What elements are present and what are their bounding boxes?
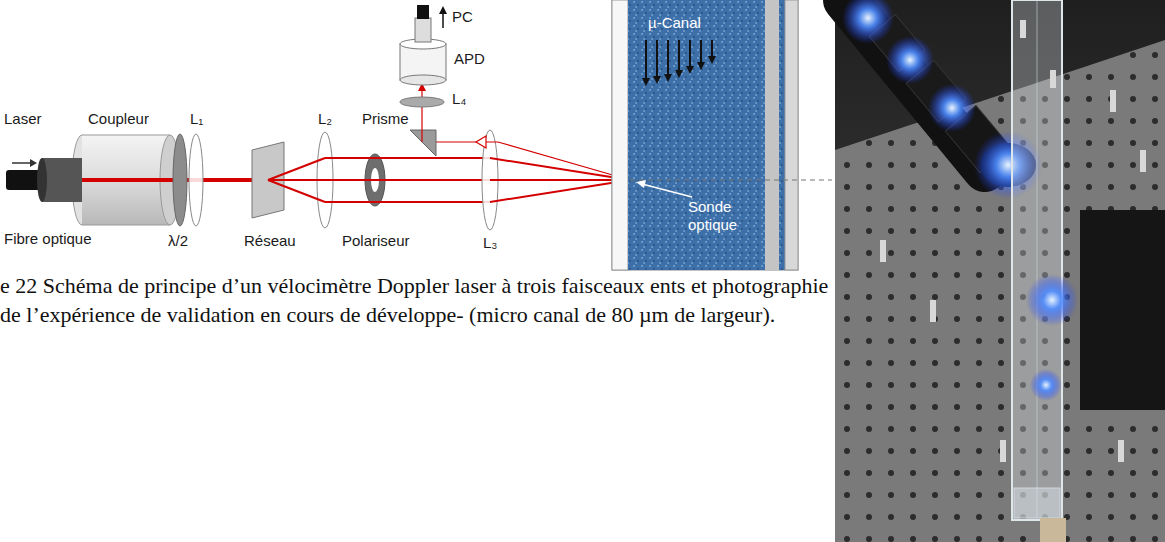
part-label: Fibre optique (4, 230, 92, 248)
channel-fluid (779, 0, 785, 270)
laser-beam (490, 179, 630, 181)
velocity-arrow (678, 40, 680, 72)
velocity-profile (642, 40, 716, 86)
blue-glow (1030, 369, 1062, 401)
photo-background (835, 0, 1165, 542)
part-label: Prisme (362, 110, 409, 128)
fibre-connector (42, 158, 82, 202)
signal-arrow (442, 13, 444, 28)
channel-wall (765, 0, 779, 270)
velocity-arrow (667, 40, 669, 76)
probe-arrowhead (636, 180, 646, 188)
half-wave-plate (173, 134, 187, 226)
acrylic-base (1014, 488, 1060, 518)
screw (1140, 150, 1146, 172)
lens (189, 134, 203, 226)
optical-table (835, 40, 1165, 542)
optical-table-holes (835, 40, 1165, 542)
laser-beam (268, 180, 325, 202)
probe-leader (642, 184, 692, 197)
figure-caption: e 22 Schéma de principe d’un vélocimètre… (0, 272, 830, 329)
velocity-arrowhead (664, 74, 672, 82)
velocity-arrowhead (642, 78, 650, 86)
input-arrow (12, 162, 30, 164)
screw (930, 300, 936, 322)
part-label: L₃ (483, 234, 497, 252)
screw (1020, 20, 1026, 38)
velocity-arrow (700, 40, 702, 64)
laser-beam (268, 179, 325, 181)
velocity-arrowhead (675, 70, 683, 78)
velocity-arrowhead (697, 62, 705, 70)
part-label: L₄ (452, 90, 466, 108)
mount-post (1040, 518, 1066, 542)
acrylic-edge (1037, 0, 1038, 520)
part-label: PC (452, 8, 473, 26)
blue-glow (1026, 274, 1078, 326)
part-label: Polariseur (342, 232, 410, 250)
probe-label: Sonde optique (688, 198, 754, 234)
laser-beam (490, 158, 630, 180)
screw (1110, 90, 1116, 112)
velocity-arrow (656, 40, 658, 78)
coupler-edge (82, 225, 170, 226)
screw (1000, 440, 1006, 462)
input-arrowhead (30, 159, 37, 167)
blue-glow (886, 36, 934, 84)
photodiode-end (400, 75, 446, 85)
channel-region: µ-CanalSonde optique (628, 0, 765, 270)
velocity-arrowhead (686, 66, 694, 74)
laser-beam (325, 201, 490, 203)
velocity-arrow (689, 40, 691, 68)
part-label: Réseau (244, 232, 296, 250)
prism (410, 130, 436, 156)
lens (400, 97, 444, 107)
blue-glow (928, 84, 976, 132)
signal-arrowhead (439, 6, 447, 14)
cable-plug (417, 5, 429, 19)
part-label: Coupleur (88, 110, 149, 128)
channel-wall (612, 0, 628, 270)
part-label: APD (454, 50, 485, 68)
part-label: Laser (4, 110, 42, 128)
mount-plate (1080, 210, 1165, 410)
velocity-arrowhead (708, 56, 716, 64)
channel-label: µ-Canal (648, 14, 701, 32)
velocity-arrow (645, 40, 647, 80)
laser-beam (325, 157, 490, 159)
laser-beam (490, 180, 630, 202)
optical-axis (630, 179, 832, 180)
laser-beam (325, 179, 490, 181)
velocity-arrowhead (653, 76, 661, 84)
beam-arrowhead (476, 136, 486, 148)
acrylic-channel (1012, 0, 1062, 520)
scattered-beam (422, 142, 630, 180)
part-label: L₁ (190, 110, 203, 128)
screw (880, 240, 886, 262)
velocity-arrow (711, 40, 713, 58)
channel-fluid (628, 0, 765, 270)
screw (1050, 70, 1056, 88)
part-label: L₂ (318, 110, 332, 128)
channel-slab (612, 0, 798, 270)
fibre-connector-end (37, 158, 47, 202)
screw (1118, 440, 1124, 462)
laser-beam (268, 158, 325, 180)
part-label: λ/2 (168, 232, 188, 250)
blue-glow (842, 0, 894, 44)
photodiode-connector (415, 18, 431, 42)
coupler-edge (82, 135, 170, 136)
channel-wall (785, 0, 798, 270)
